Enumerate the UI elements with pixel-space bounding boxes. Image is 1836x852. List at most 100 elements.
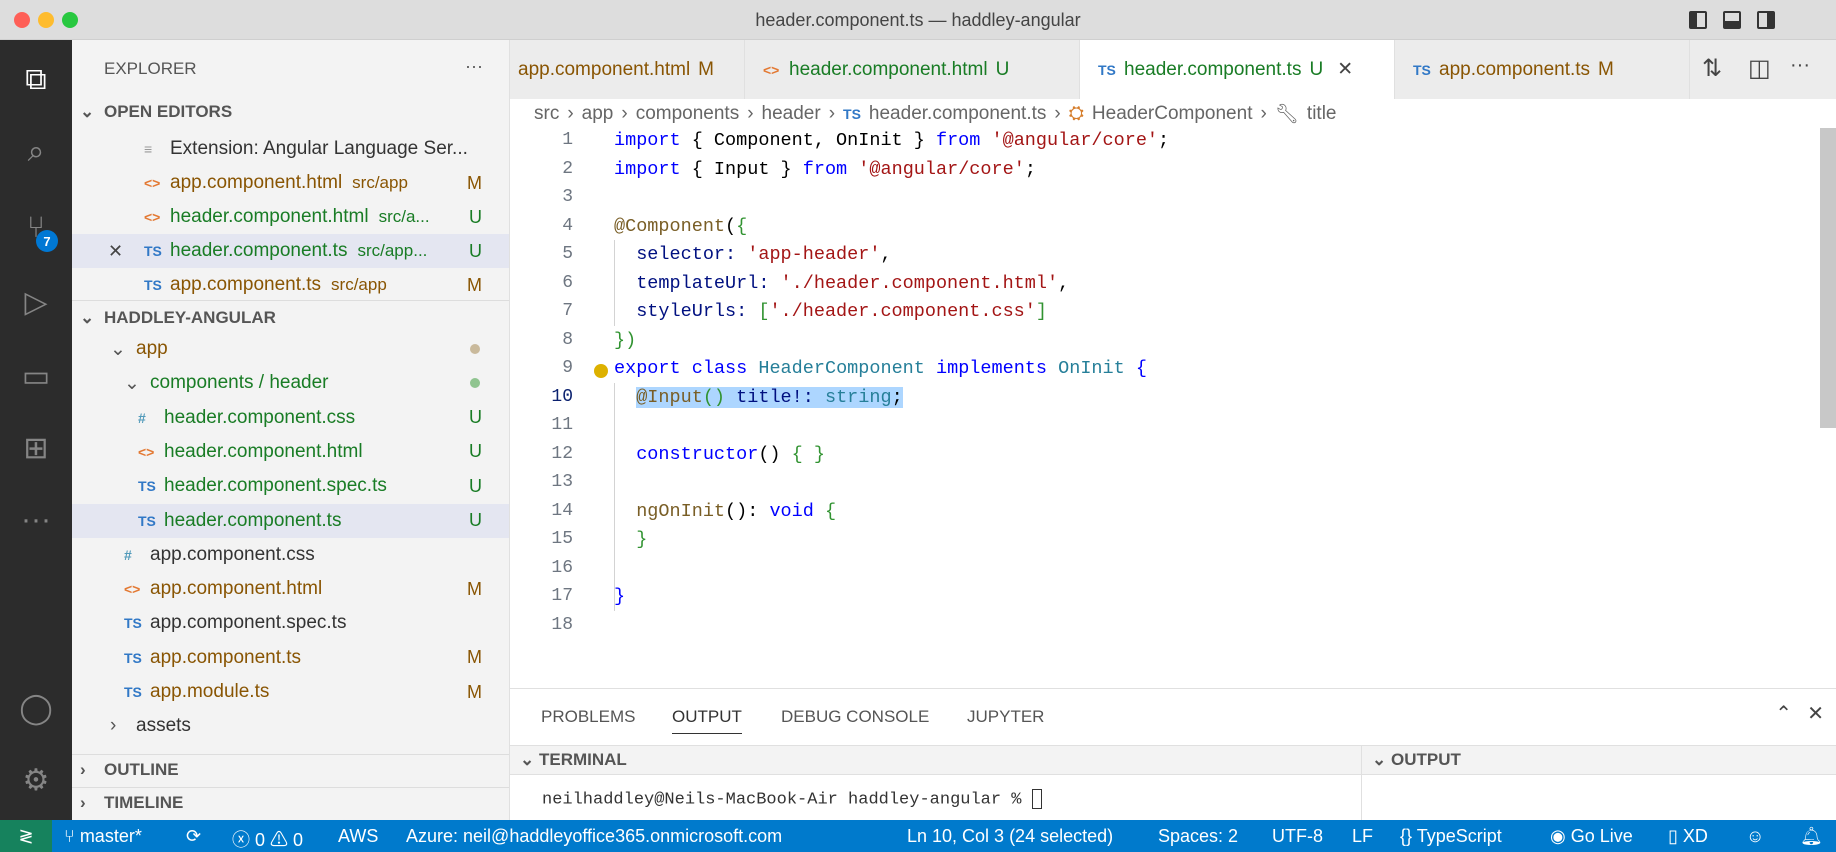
terminal-header[interactable]: ⌄ TERMINAL (520, 750, 627, 769)
remote-explorer-icon[interactable]: ▭ (21, 359, 51, 393)
encoding[interactable]: UTF-8 (1272, 826, 1323, 846)
settings-gear-icon[interactable]: ⚙ (22, 763, 50, 797)
aws-status[interactable]: AWS (338, 826, 379, 846)
warning-count: 0 (293, 830, 304, 850)
line-number: 5 (562, 244, 573, 264)
problems-status[interactable]: ⓧ 0 ⚠ 0 (232, 830, 304, 850)
remote-indicator-icon[interactable]: ≷ (0, 820, 52, 852)
close-window-button[interactable] (14, 12, 30, 28)
outline-header[interactable]: ›OUTLINE (80, 760, 179, 779)
azure-status[interactable]: Azure: neil@haddleyoffice365.onmicrosoft… (406, 826, 783, 846)
open-editors-label: OPEN EDITORS (104, 102, 233, 121)
project-header[interactable]: ⌄HADDLEY-ANGULAR (80, 308, 276, 327)
code-token (814, 501, 825, 522)
lightbulb-icon[interactable] (594, 364, 608, 378)
breadcrumb-item[interactable]: components (635, 103, 740, 124)
xd-status[interactable]: ▯ XD (1668, 826, 1708, 846)
search-icon[interactable]: ⌕ (27, 135, 45, 168)
editor-more-icon[interactable]: ··· (1790, 54, 1810, 76)
feedback-icon[interactable]: ☺ (1746, 826, 1765, 846)
indentation[interactable]: Spaces: 2 (1158, 826, 1239, 846)
close-tab-icon[interactable]: ✕ (1337, 59, 1354, 80)
tree-item[interactable]: #app.component.css (72, 538, 509, 572)
terminal[interactable]: neilhaddley@Neils-MacBook-Air haddley-an… (542, 789, 1042, 809)
code-token: () (702, 386, 726, 408)
line-number: 15 (551, 529, 573, 549)
language-mode[interactable]: {} TypeScript (1400, 826, 1502, 846)
panel-tab[interactable]: DEBUG CONSOLE (781, 707, 930, 726)
accounts-icon[interactable]: ◯ (19, 691, 53, 725)
explorer-more-icon[interactable]: ··· (465, 56, 483, 76)
chevron-icon: ⌄ (124, 372, 140, 394)
git-status-badge: M (467, 274, 482, 295)
breadcrumb-item[interactable]: header (761, 103, 821, 124)
maximize-window-button[interactable] (62, 12, 78, 28)
breadcrumb-item[interactable]: src (534, 103, 560, 124)
file-name: app.component.html (150, 578, 323, 600)
more-icon[interactable]: ··· (21, 503, 51, 536)
branch-status[interactable]: ⑂ master* (64, 826, 142, 846)
tree-item[interactable]: ⌄components / header (72, 366, 509, 400)
timeline-header[interactable]: ›TIMELINE (80, 793, 184, 812)
toggle-sidebar-icon[interactable] (1689, 11, 1707, 29)
maximize-panel-icon[interactable]: ⌃ (1775, 703, 1792, 725)
breadcrumb-item[interactable]: app (581, 103, 614, 124)
tree-item[interactable]: ›assets (72, 709, 509, 743)
minimap[interactable] (1660, 128, 1810, 188)
open-editor-item[interactable]: ≡Extension: Angular Language Ser... (72, 132, 509, 166)
extensions-icon[interactable]: ⊞ (23, 431, 49, 465)
panel-tab[interactable]: OUTPUT (672, 707, 742, 734)
code-token: @Component (614, 215, 726, 237)
toggle-secondary-sidebar-icon[interactable] (1757, 11, 1775, 29)
source-control-icon[interactable]: ⑂7 (0, 200, 72, 256)
line-number: 16 (551, 557, 573, 578)
split-editor-icon[interactable]: ◫ (1748, 55, 1771, 82)
file-path: src/a... (378, 207, 430, 226)
close-panel-icon[interactable]: ✕ (1807, 703, 1824, 725)
go-live-button[interactable]: ◉ Go Live (1550, 826, 1633, 846)
tree-item[interactable]: ⌄app (72, 332, 509, 366)
explorer-icon[interactable]: ⧉ (25, 63, 47, 96)
panel-tab[interactable]: PROBLEMS (541, 707, 636, 726)
cursor-position[interactable]: Ln 10, Col 3 (24 selected) (907, 826, 1114, 846)
breadcrumb-item[interactable]: title (1306, 103, 1337, 124)
tab-badge: M (698, 58, 714, 80)
output-header[interactable]: ⌄ OUTPUT (1372, 750, 1461, 769)
code-token: '@angular/core' (858, 158, 1025, 180)
notifications-bell-icon[interactable]: 🔔︎ (1800, 826, 1823, 846)
file-type-icon: TS (138, 512, 156, 529)
panel-tab[interactable]: JUPYTER (967, 707, 1045, 726)
toggle-panel-icon[interactable] (1723, 11, 1741, 29)
code-line: }) (614, 330, 636, 351)
breadcrumb-item[interactable]: HeaderComponent (1091, 103, 1253, 124)
minimize-window-button[interactable] (38, 12, 54, 28)
breadcrumb-item[interactable]: header.component.ts (868, 103, 1047, 124)
run-debug-icon[interactable]: ▷ (24, 285, 48, 319)
close-editor-icon[interactable]: ✕ (108, 240, 124, 261)
open-changes-icon[interactable]: ⇅ (1702, 55, 1723, 82)
line-ending[interactable]: LF (1352, 826, 1374, 846)
status-dot (470, 344, 480, 354)
code-token: import (614, 130, 681, 151)
error-count: 0 (255, 830, 266, 850)
open-editors-header[interactable]: ⌄OPEN EDITORS (80, 102, 233, 121)
editor-scrollbar[interactable] (1820, 128, 1836, 428)
sync-icon[interactable]: ⟳ (186, 826, 202, 846)
